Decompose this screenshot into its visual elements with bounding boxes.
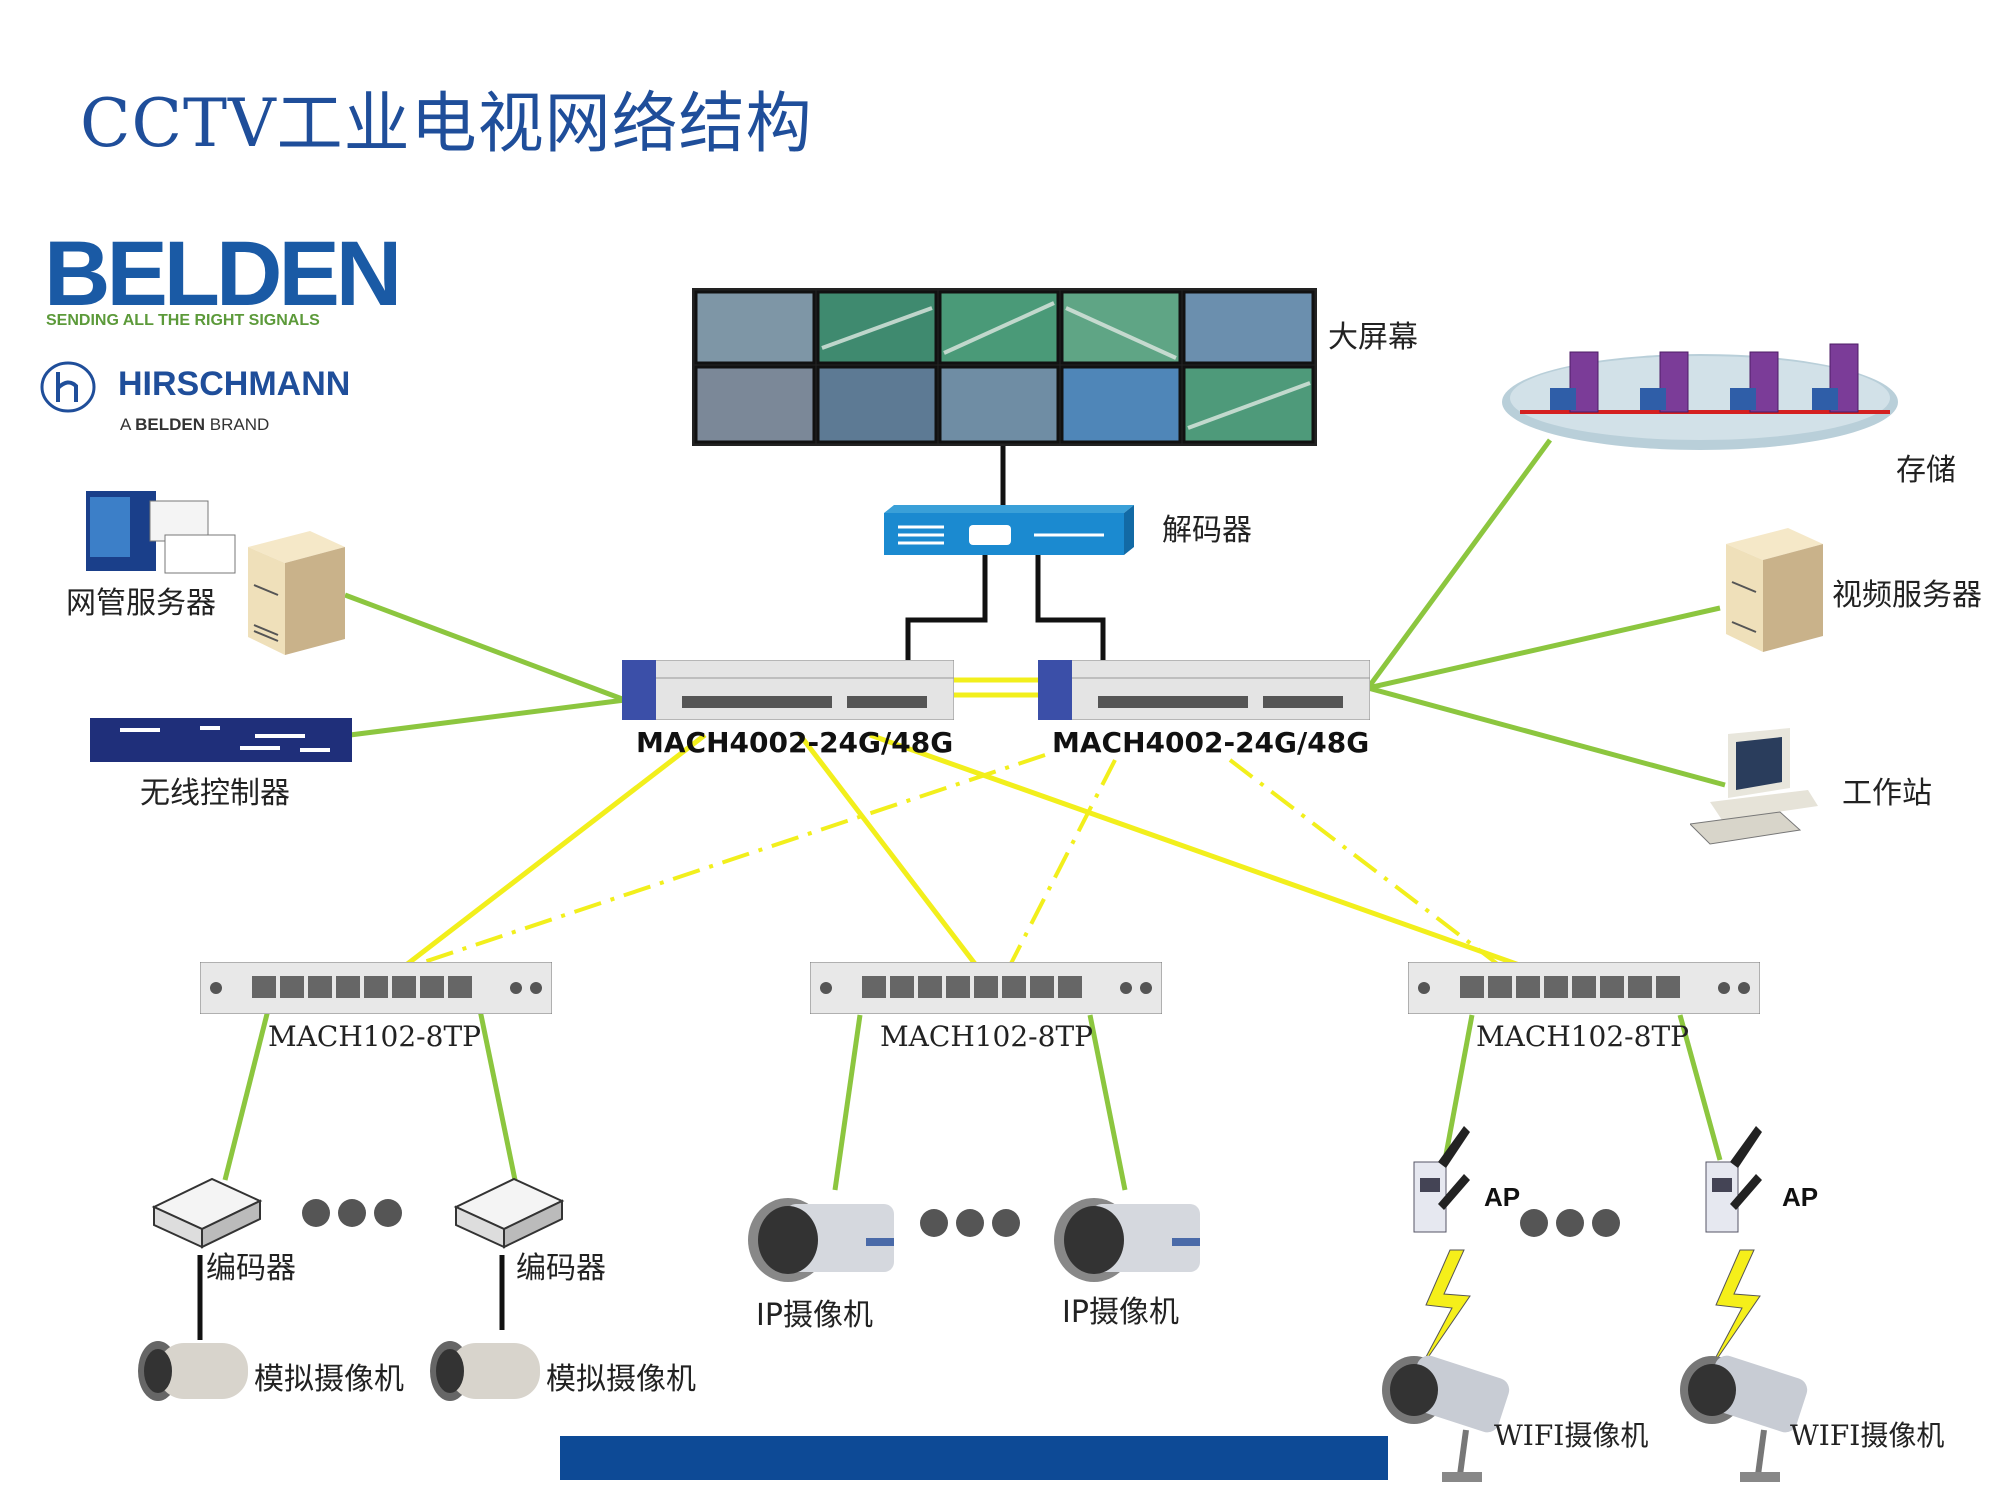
- video-server-icon: [1726, 528, 1823, 652]
- analog-camera-2-label: 模拟摄像机: [546, 1362, 696, 1397]
- access-switch-2-icon: [810, 962, 1162, 1014]
- ip-camera-1-icon: [748, 1198, 894, 1282]
- ip-camera-1-label: IP摄像机: [756, 1298, 873, 1333]
- more-encoders-icon: [302, 1199, 402, 1227]
- yellow-backup-links: [354, 753, 1527, 987]
- bottom-bar: [560, 1436, 1388, 1480]
- green-links: [222, 438, 1726, 1191]
- access-switch-2-label: MACH102-8TP: [880, 1020, 1093, 1053]
- belden-logo: BELDEN: [44, 223, 402, 325]
- hirschmann-name: HIRSCHMANN: [118, 365, 351, 403]
- encoder-1-label: 编码器: [206, 1251, 296, 1286]
- encoder-1-icon: [151, 1177, 263, 1249]
- video-wall-icon: [692, 288, 1317, 446]
- encoder-2-label: 编码器: [516, 1251, 606, 1286]
- storage-icon: [1502, 343, 1898, 450]
- workstation-icon: [1690, 728, 1818, 845]
- access-point-2-icon: [1705, 1126, 1762, 1233]
- core-switch-2-label: MACH4002-24G/48G: [1052, 726, 1370, 759]
- decoder-label: 解码器: [1162, 513, 1252, 548]
- more-ip-cameras-icon: [920, 1209, 1020, 1237]
- wifi-camera-2-icon: [1680, 1355, 1808, 1482]
- ip-camera-2-label: IP摄像机: [1062, 1295, 1179, 1330]
- nms-server-icon: [248, 531, 345, 655]
- access-switch-1-label: MACH102-8TP: [268, 1020, 481, 1053]
- more-aps-icon: [1520, 1209, 1620, 1237]
- core-switch-1-label: MACH4002-24G/48G: [636, 726, 954, 759]
- video-server-label: 视频服务器: [1832, 578, 1982, 613]
- black-links: [197, 440, 1106, 1340]
- hirschmann-subtag: A BELDEN BRAND: [120, 415, 270, 434]
- access-switch-3-label: MACH102-8TP: [1476, 1020, 1689, 1053]
- wireless-controller-icon: [90, 718, 352, 762]
- access-point-2-label: AP: [1782, 1182, 1819, 1212]
- video-wall-label: 大屏幕: [1328, 320, 1418, 355]
- wifi-camera-1-icon: [1382, 1355, 1510, 1482]
- core-switch-2-icon: [1038, 660, 1370, 720]
- page-title: CCTV工业电视网络结构: [80, 85, 813, 162]
- wifi-camera-1-label: WIFI摄像机: [1494, 1419, 1649, 1452]
- wireless-controller-label: 无线控制器: [140, 776, 290, 811]
- wifi-camera-2-label: WIFI摄像机: [1790, 1419, 1945, 1452]
- workstation-label: 工作站: [1842, 776, 1932, 811]
- access-switch-3-icon: [1408, 962, 1760, 1014]
- access-point-1-label: AP: [1484, 1182, 1521, 1212]
- core-switch-1-icon: [622, 660, 954, 720]
- hirschmann-logo-icon: [40, 361, 96, 413]
- encoder-2-icon: [453, 1177, 565, 1249]
- access-switch-1-icon: [200, 962, 552, 1014]
- access-point-1-icon: [1413, 1126, 1470, 1233]
- analog-camera-1-label: 模拟摄像机: [254, 1362, 404, 1397]
- nms-server-label: 网管服务器: [66, 586, 216, 621]
- decoder-icon: [884, 505, 1134, 555]
- yellow-links: [378, 677, 1591, 993]
- belden-tagline: SENDING ALL THE RIGHT SIGNALS: [46, 312, 320, 329]
- analog-camera-1-icon: [138, 1341, 248, 1401]
- analog-camera-2-icon: [430, 1341, 540, 1401]
- nms-software-icon: [86, 491, 236, 574]
- ip-camera-2-icon: [1054, 1198, 1200, 1282]
- storage-label: 存储: [1896, 453, 1956, 488]
- wireless-bolts: [1417, 1249, 1761, 1373]
